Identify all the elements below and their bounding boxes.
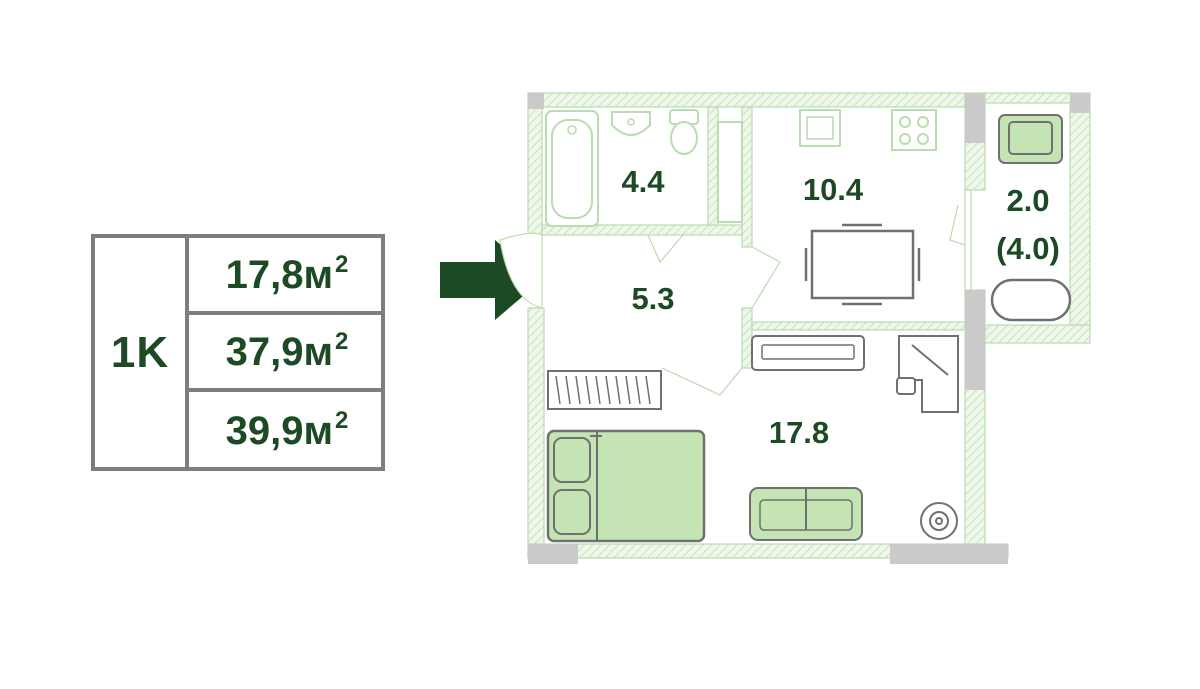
washing-machine-icon: [717, 121, 743, 223]
armchair-icon: [998, 114, 1063, 164]
kitchen-sink-icon: [799, 109, 841, 147]
doors: [499, 204, 966, 396]
stove-icon: [891, 109, 937, 151]
room-label-bathroom: 4.4: [621, 164, 665, 199]
living-area-value: 17,8м2: [225, 251, 349, 297]
total-area-value: 37,9м2: [225, 328, 349, 374]
room-label-balcony-full: (4.0): [996, 231, 1060, 266]
total-area-cell: 37,9м2: [189, 315, 385, 392]
sink-icon: [611, 111, 651, 136]
total-area-with-balcony-value: 39,9м2: [225, 407, 349, 453]
tv-console-icon: [751, 335, 865, 371]
room-label-kitchen: 10.4: [803, 172, 864, 207]
room-label-living: 17.8: [769, 415, 829, 450]
bed-icon: [546, 429, 706, 543]
toilet-icon: [669, 109, 699, 155]
room-label-balcony: 2.0: [1006, 183, 1049, 218]
apartment-type-cell: 1K: [95, 238, 189, 467]
total-area-with-balcony-cell: 39,9м2: [189, 392, 385, 469]
desk-icon: [896, 335, 959, 413]
living-area-cell: 17,8м2: [189, 238, 385, 315]
walls: [527, 92, 1091, 559]
sofa-icon: [749, 487, 863, 541]
plant-icon: [920, 502, 958, 540]
dining-table-icon: [804, 223, 921, 306]
bathtub-icon: [545, 110, 599, 227]
bathtub-balcony-icon: [990, 278, 1072, 322]
room-label-hallway: 5.3: [631, 281, 674, 316]
wardrobe-icon: [547, 370, 662, 410]
apartment-info-table: 1K 17,8м2 37,9м2 39,9м2: [91, 234, 385, 471]
apartment-type-label: 1K: [110, 327, 170, 377]
wall-columns: [528, 93, 1090, 564]
